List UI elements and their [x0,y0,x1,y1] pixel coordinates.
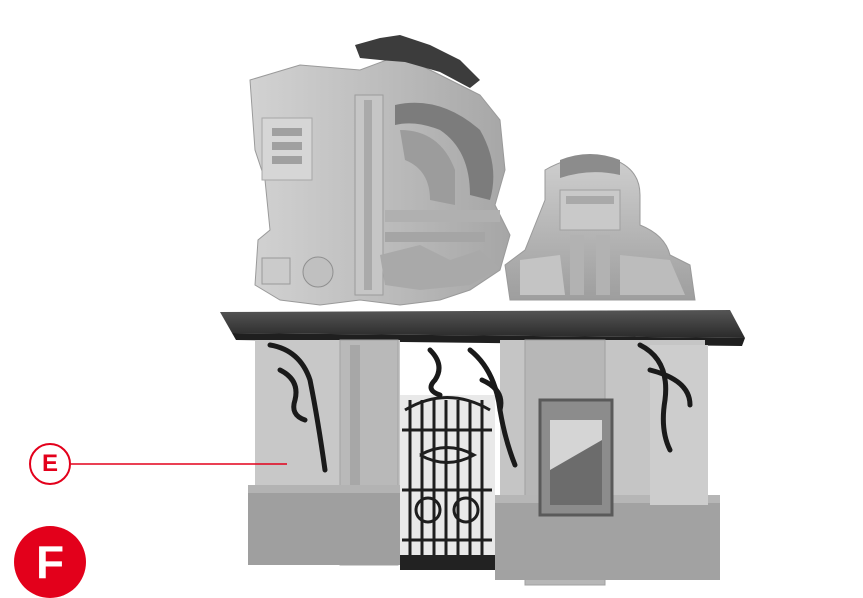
callout-e-text: E [41,450,58,477]
iron-brackets [267,342,693,473]
lower-body [248,339,720,586]
callout-f-label[interactable]: F [14,526,86,598]
right-tower [504,154,696,301]
left-tower [249,35,511,306]
callout-f-text: F [35,536,65,588]
iron-gate [400,395,495,570]
callout-e-label[interactable]: E [29,443,71,485]
